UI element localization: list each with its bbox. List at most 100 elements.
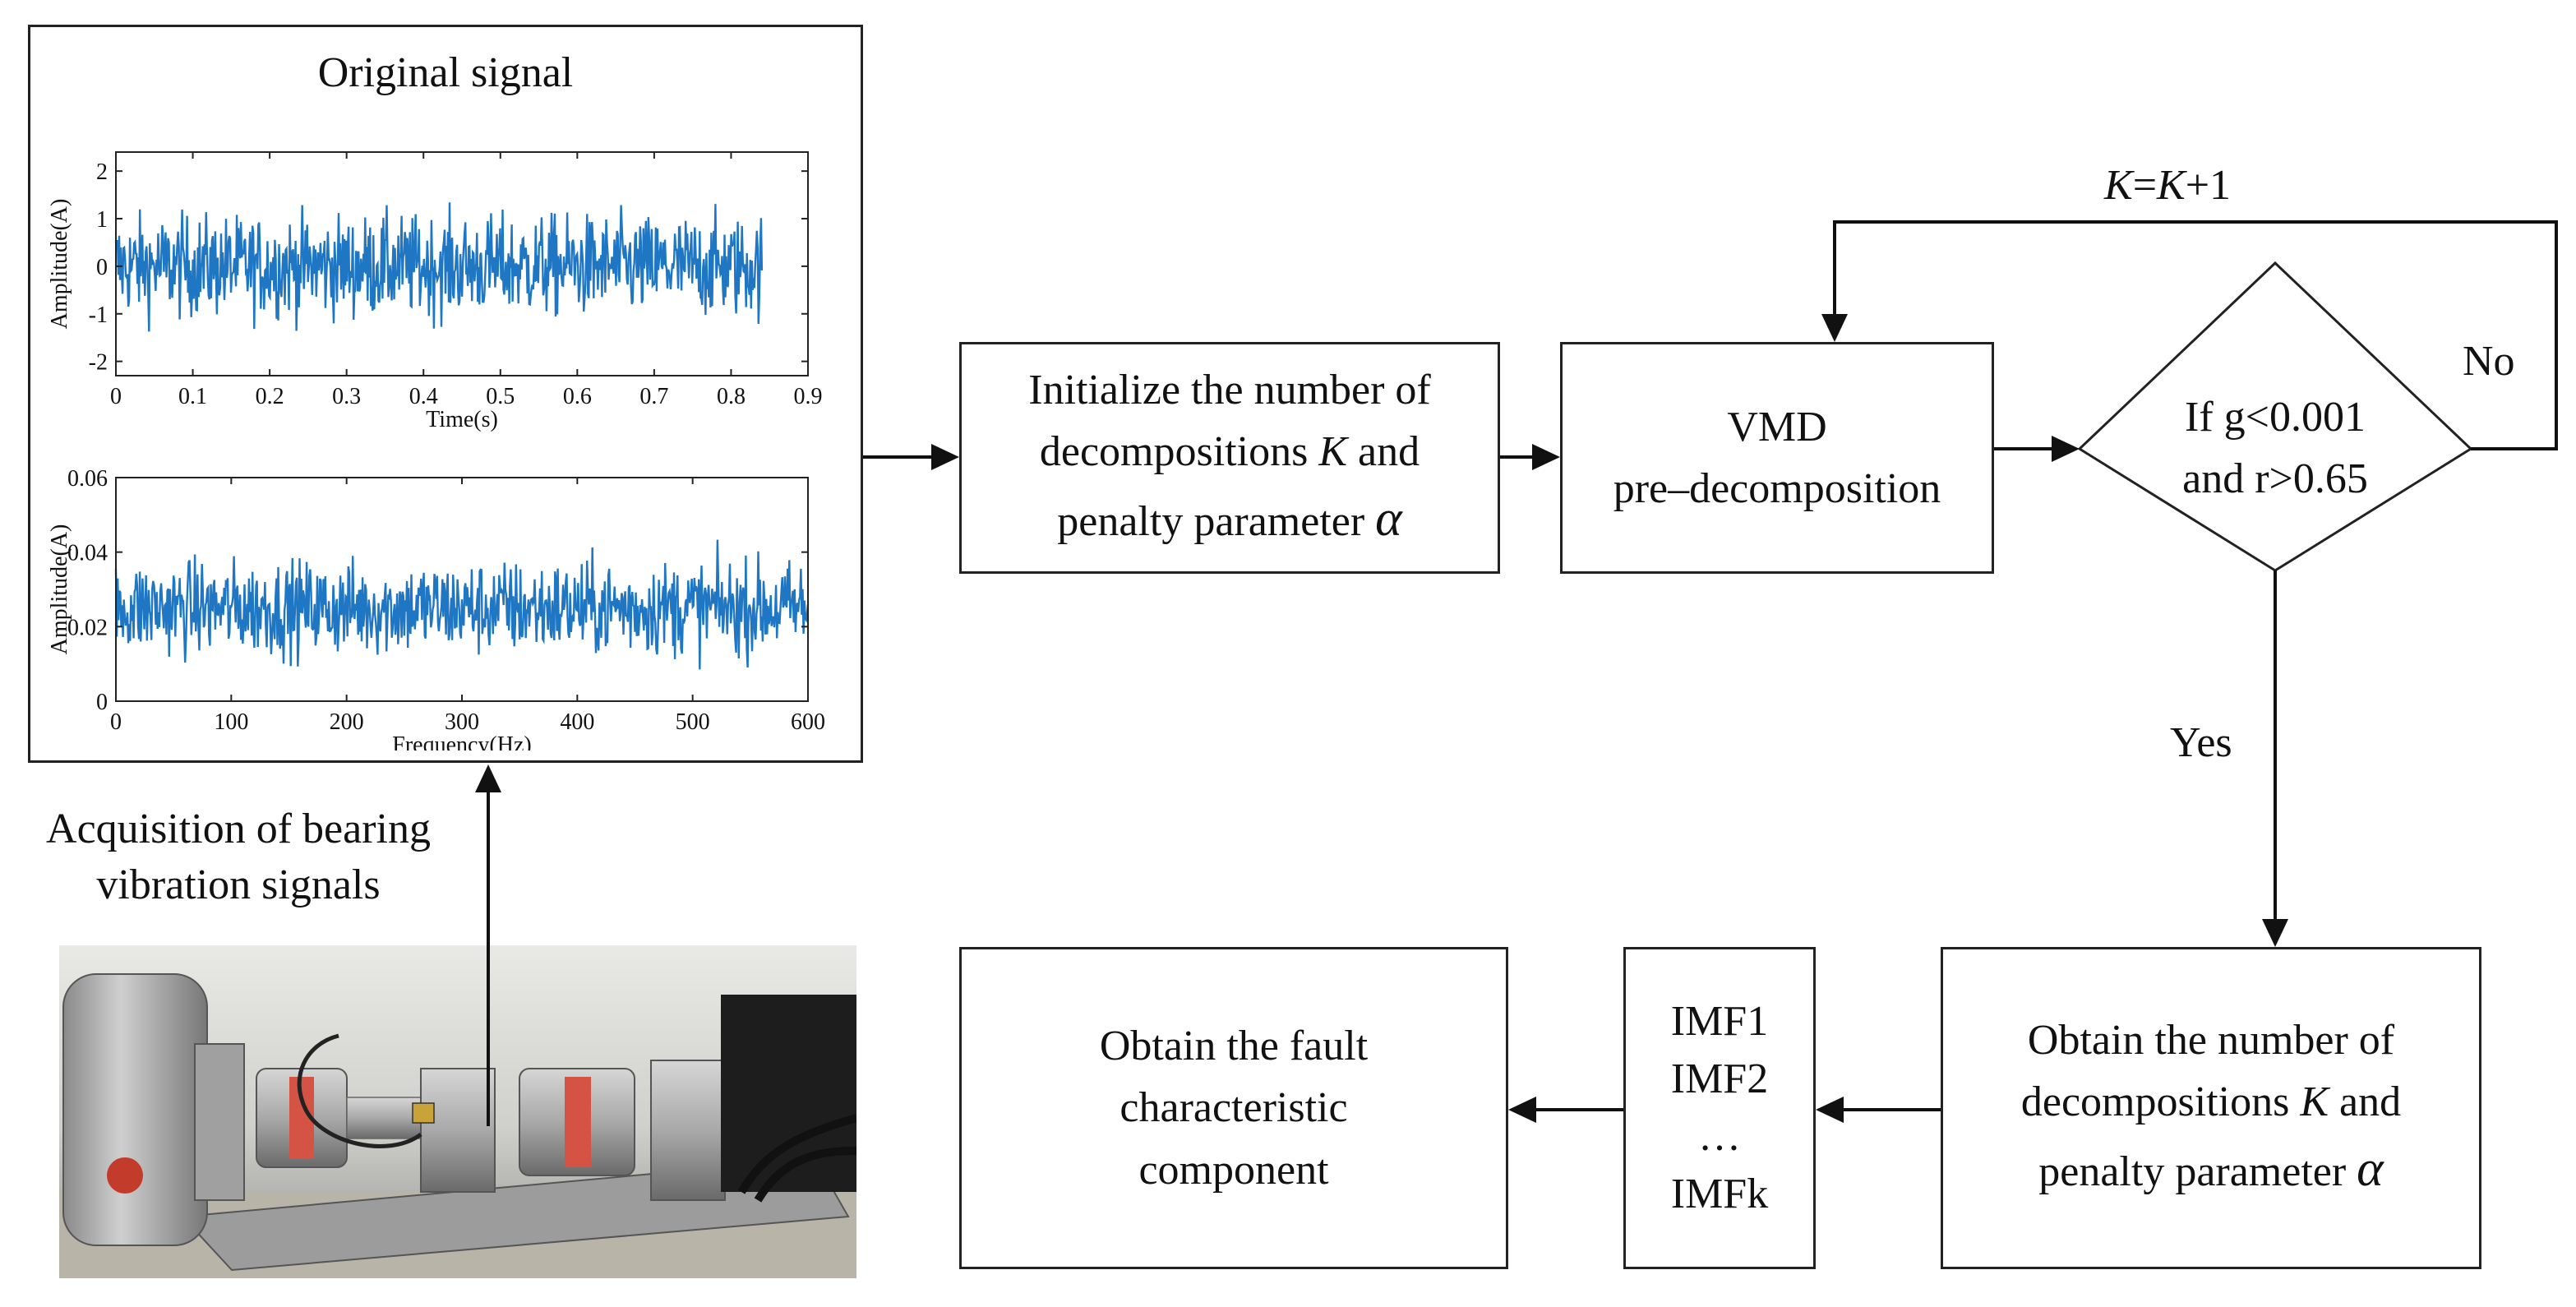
y-tick-label: -2 xyxy=(89,350,108,376)
decision-line-1: If g<0.001 xyxy=(2185,394,2366,441)
x-tick-label: 0.7 xyxy=(639,384,668,409)
imf-box: IMF1 IMF2 … IMFk xyxy=(1623,947,1816,1269)
brake-face xyxy=(194,1043,245,1201)
arrowhead-panel-to-init xyxy=(931,444,959,470)
obtain-penalty-word: penalty parameter xyxy=(2038,1148,2347,1196)
arrowhead-obtain-to-imf xyxy=(1816,1097,1844,1123)
no-label: No xyxy=(2463,338,2515,385)
arrowhead-loop-into-vmd xyxy=(1821,314,1848,342)
x-axis-label: Time(s) xyxy=(426,407,498,432)
obtain-k-line-2: decompositions K and xyxy=(2021,1071,2401,1133)
fault-line-3: component xyxy=(1138,1146,1329,1194)
loop-equals: = xyxy=(2132,162,2158,209)
loop-increment-label: K=K+1 xyxy=(2104,161,2231,210)
y-tick-label: -1 xyxy=(89,303,108,328)
vmd-line-1: VMD xyxy=(1727,403,1827,450)
x-axis-label: Frequency(Hz) xyxy=(392,732,531,750)
obtain-k-symbol: K xyxy=(2300,1078,2329,1126)
accelerometer xyxy=(412,1102,435,1124)
obtain-decomp-word: decompositions xyxy=(2020,1078,2290,1126)
x-tick-label: 0.3 xyxy=(332,384,361,409)
acquisition-label: Acquisition of bearing vibration signals xyxy=(0,801,477,912)
brake-label xyxy=(107,1157,143,1194)
fault-line-1: Obtain the fault xyxy=(1099,1022,1369,1069)
signal-line xyxy=(114,202,764,332)
y-tick-label: 0.02 xyxy=(67,615,108,640)
x-tick-label: 300 xyxy=(445,709,479,735)
y-tick-label: 0 xyxy=(96,690,108,715)
vmd-line-2: pre–decomposition xyxy=(1613,465,1941,512)
imf-line-3: … xyxy=(1698,1113,1741,1160)
coupling-spider-right xyxy=(565,1077,591,1167)
plot-frame xyxy=(115,151,809,376)
y-tick-label: 2 xyxy=(96,159,108,185)
x-tick-label: 0.5 xyxy=(486,384,515,409)
bearing-test-rig-photo xyxy=(59,945,856,1278)
decision-line-2: and r>0.65 xyxy=(2182,455,2368,503)
init-line-3: penalty parameter α xyxy=(1057,483,1401,557)
init-decomp-word: decompositions xyxy=(1039,428,1309,476)
initialize-box: Initialize the number of decompositions … xyxy=(959,342,1500,574)
y-tick-label: 0.06 xyxy=(67,466,108,492)
imf-line-2: IMF2 xyxy=(1670,1055,1769,1102)
y-tick-label: 0 xyxy=(96,255,108,280)
arrowhead-imf-to-fault xyxy=(1508,1097,1536,1123)
x-tick-label: 0 xyxy=(110,384,122,409)
obtain-and-word: and xyxy=(2339,1078,2402,1126)
signal-line xyxy=(114,539,810,670)
x-tick-label: 0.9 xyxy=(794,384,823,409)
x-tick-label: 0.1 xyxy=(178,384,207,409)
x-tick-label: 0.8 xyxy=(717,384,746,409)
init-alpha-symbol: α xyxy=(1375,491,1402,547)
x-tick-label: 100 xyxy=(214,709,248,735)
init-k-symbol: K xyxy=(1318,428,1347,476)
arrowhead-decision-to-obtain xyxy=(2262,919,2288,947)
motor-cables xyxy=(737,1114,856,1203)
imf-line-4: IMFk xyxy=(1670,1171,1769,1218)
arrowhead-init-to-vmd xyxy=(1532,444,1560,470)
obtain-k-line-3: penalty parameter α xyxy=(2038,1133,2383,1207)
x-tick-label: 200 xyxy=(330,709,364,735)
fault-line-2: characteristic xyxy=(1119,1084,1348,1132)
loop-k-right: K xyxy=(2157,162,2186,209)
loop-k-left: K xyxy=(2104,162,2133,209)
loop-plus-one: +1 xyxy=(2185,162,2232,209)
yes-label: Yes xyxy=(2170,719,2232,766)
motor-mount xyxy=(650,1060,726,1201)
brake-drum xyxy=(62,973,208,1246)
x-tick-label: 600 xyxy=(791,709,825,735)
fault-component-box: Obtain the fault characteristic componen… xyxy=(959,947,1508,1269)
x-tick-label: 0.2 xyxy=(256,384,284,409)
bearing-housing xyxy=(420,1068,496,1193)
arrowhead-sensor-to-panel xyxy=(475,764,501,792)
vmd-box: VMD pre–decomposition xyxy=(1560,342,1994,574)
x-tick-label: 500 xyxy=(676,709,710,735)
obtain-alpha-symbol: α xyxy=(2357,1141,2384,1198)
acquisition-label-line-1: Acquisition of bearing xyxy=(46,806,431,852)
acquisition-label-line-2: vibration signals xyxy=(96,861,381,908)
y-axis-label: Amplitude(A) xyxy=(47,199,72,330)
x-tick-label: 0 xyxy=(110,709,122,735)
sensor-cable xyxy=(297,1033,422,1148)
y-tick-label: 0.04 xyxy=(67,541,108,566)
init-and-word: and xyxy=(1358,428,1420,476)
panel-title: Original signal xyxy=(317,49,574,96)
x-tick-label: 0.6 xyxy=(563,384,592,409)
init-penalty-word: penalty parameter xyxy=(1057,498,1365,546)
init-line-1: Initialize the number of xyxy=(1028,366,1431,413)
y-tick-label: 1 xyxy=(96,207,108,233)
imf-line-1: IMF1 xyxy=(1670,997,1769,1045)
init-line-2: decompositions K and xyxy=(1040,421,1420,483)
decision-text: If g<0.001 and r>0.65 xyxy=(2104,386,2446,510)
y-axis-label: Amplitude(A) xyxy=(47,524,72,655)
arrowhead-vmd-to-decision xyxy=(2052,436,2080,462)
obtain-k-box: Obtain the number of decompositions K an… xyxy=(1941,947,2481,1269)
motor xyxy=(721,995,856,1192)
obtain-k-line-1: Obtain the number of xyxy=(2027,1016,2395,1064)
